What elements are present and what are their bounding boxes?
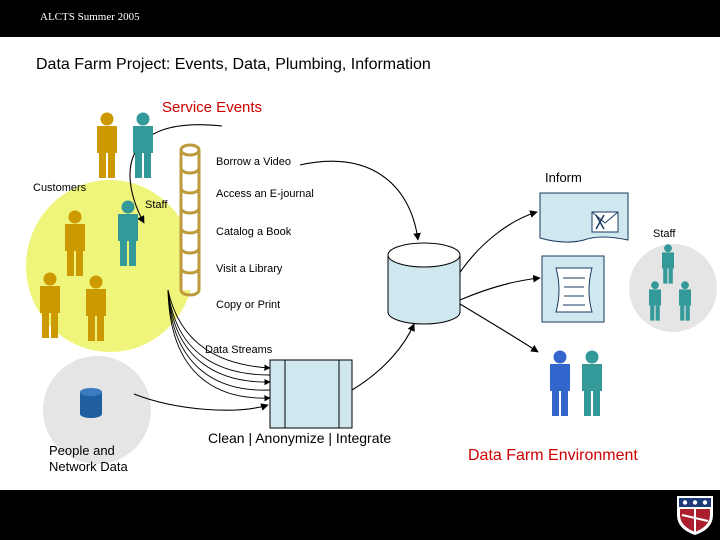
mail-envelope-icon [539, 192, 629, 243]
event-label: Catalog a Book [216, 226, 292, 238]
staff-label-left: Staff [145, 199, 168, 211]
events-to-db-arrow [299, 160, 421, 241]
slide-title: Data Farm Project: Events, Data, Plumbin… [36, 56, 431, 73]
customers-label: Customers [33, 182, 87, 194]
person-icon [133, 112, 153, 178]
environment-people [550, 350, 602, 416]
database-cylinder-icon [80, 388, 102, 418]
person-icon [582, 350, 602, 416]
inform-label: Inform [545, 170, 582, 185]
customer-area-oval [26, 180, 194, 352]
people-network-label: People and Network Data [49, 443, 128, 475]
event-label: Visit a Library [216, 263, 283, 275]
event-label: Copy or Print [216, 299, 281, 311]
data-repository-box [269, 359, 353, 429]
db-to-document-arrow [459, 274, 541, 301]
staff-label-right: Staff [653, 228, 676, 240]
repo-to-db-arrow [351, 323, 415, 391]
data-stream-arrows [167, 289, 271, 402]
network-to-repo-arrow [133, 393, 269, 411]
university-shield-icon [677, 496, 713, 535]
header-text: ALCTS Summer 2005 [40, 11, 140, 23]
event-label: Access an E-journal [216, 188, 314, 200]
database-cylinder-icon [387, 242, 461, 325]
db-to-inform-arrow [451, 210, 538, 286]
db-to-staff-arrow [459, 303, 539, 353]
header-bar: ALCTS Summer 2005 [0, 0, 720, 37]
person-icon [550, 350, 570, 416]
scroll-document-icon [541, 255, 605, 323]
event-label: Borrow a Video [216, 156, 292, 168]
person-icon [97, 112, 117, 178]
environment-label: Data Farm Environment [468, 447, 638, 464]
clean-integrate-label: Clean | Anonymize | Integrate [208, 430, 392, 446]
data-streams-label: Data Streams [205, 344, 273, 356]
event-stack [179, 143, 201, 297]
footer-bar [0, 490, 720, 540]
service-events-label: Service Events [162, 99, 263, 116]
